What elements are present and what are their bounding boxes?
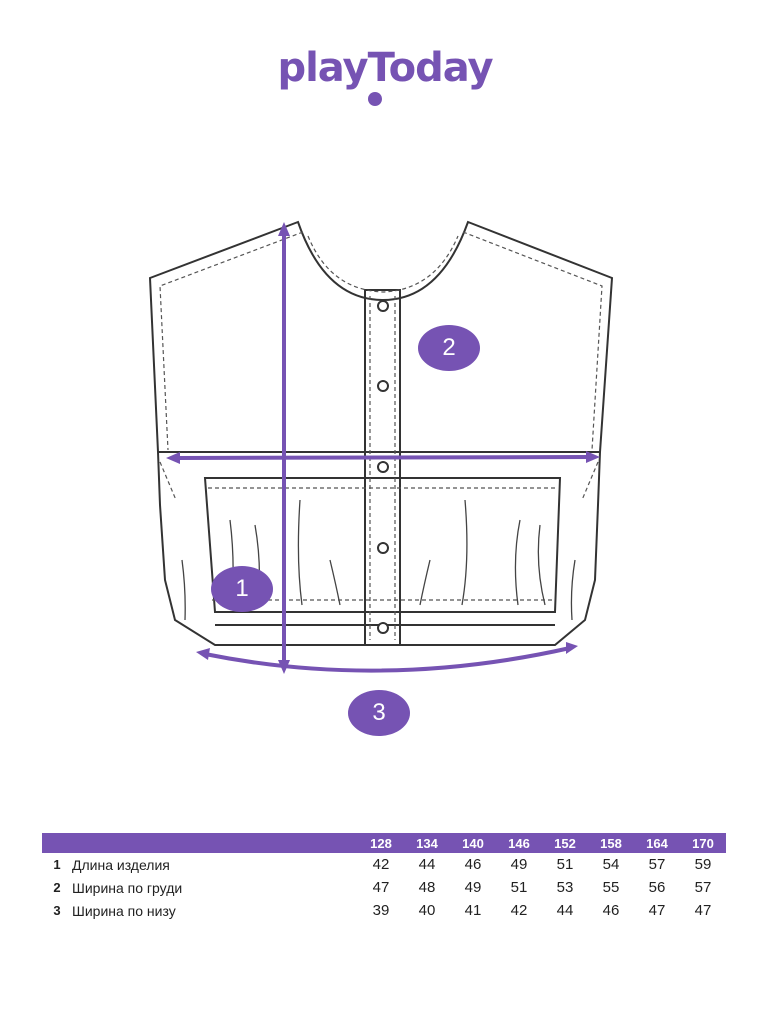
cell-value: 42 — [372, 856, 390, 873]
table-row: 2 Ширина по груди 47 48 49 51 53 55 56 57 — [42, 876, 726, 899]
badge-hem-width: 3 — [348, 690, 410, 736]
cell-value: 42 — [510, 902, 528, 919]
size-header-row: 128 134 140 146 152 158 164 170 — [42, 833, 726, 853]
size-140: 140 — [450, 833, 496, 853]
cell-value: 59 — [694, 856, 712, 873]
size-152: 152 — [542, 833, 588, 853]
badge-chest-width: 2 — [418, 325, 480, 371]
cell-value: 47 — [694, 902, 712, 919]
cell-value: 53 — [556, 879, 574, 896]
cell-value: 49 — [510, 856, 528, 873]
cell-value: 39 — [372, 902, 390, 919]
cell-value: 49 — [464, 879, 482, 896]
cell-value: 44 — [418, 856, 436, 873]
logo-text: playToday — [277, 45, 493, 91]
size-170: 170 — [680, 833, 726, 853]
cell-value: 44 — [556, 902, 574, 919]
cell-value: 56 — [648, 879, 666, 896]
size-158: 158 — [588, 833, 634, 853]
size-128: 128 — [358, 833, 404, 853]
cell-value: 47 — [648, 902, 666, 919]
measurement-lines — [166, 222, 600, 674]
logo-dot — [368, 92, 382, 106]
size-table: 128 134 140 146 152 158 164 170 1 Длина и… — [42, 833, 726, 922]
cell-value: 41 — [464, 902, 482, 919]
row-label: Ширина по низу — [72, 902, 176, 919]
brand-logo: playToday — [270, 42, 500, 108]
row-label: Ширина по груди — [72, 879, 183, 896]
cell-value: 51 — [510, 879, 528, 896]
cell-value: 48 — [418, 879, 436, 896]
buttons — [377, 300, 389, 634]
size-146: 146 — [496, 833, 542, 853]
row-label: Длина изделия — [72, 856, 170, 873]
gathers — [181, 499, 576, 621]
row-number: 2 — [53, 880, 61, 895]
cell-value: 54 — [602, 856, 620, 873]
row-number: 1 — [53, 857, 61, 872]
cell-value: 57 — [648, 856, 666, 873]
vest-outline — [148, 220, 614, 646]
row-number: 3 — [53, 903, 61, 918]
cell-value: 55 — [602, 879, 620, 896]
cell-value: 51 — [556, 856, 574, 873]
cell-value: 46 — [602, 902, 620, 919]
cell-value: 57 — [694, 879, 712, 896]
badge-length: 1 — [211, 566, 273, 612]
size-134: 134 — [404, 833, 450, 853]
size-164: 164 — [634, 833, 680, 853]
table-row: 1 Длина изделия 42 44 46 49 51 54 57 59 — [42, 853, 726, 876]
cell-value: 40 — [418, 902, 436, 919]
cell-value: 46 — [464, 856, 482, 873]
cell-value: 47 — [372, 879, 390, 896]
garment-sketch — [148, 220, 614, 674]
table-row: 3 Ширина по низу 39 40 41 42 44 46 47 47 — [42, 899, 726, 922]
